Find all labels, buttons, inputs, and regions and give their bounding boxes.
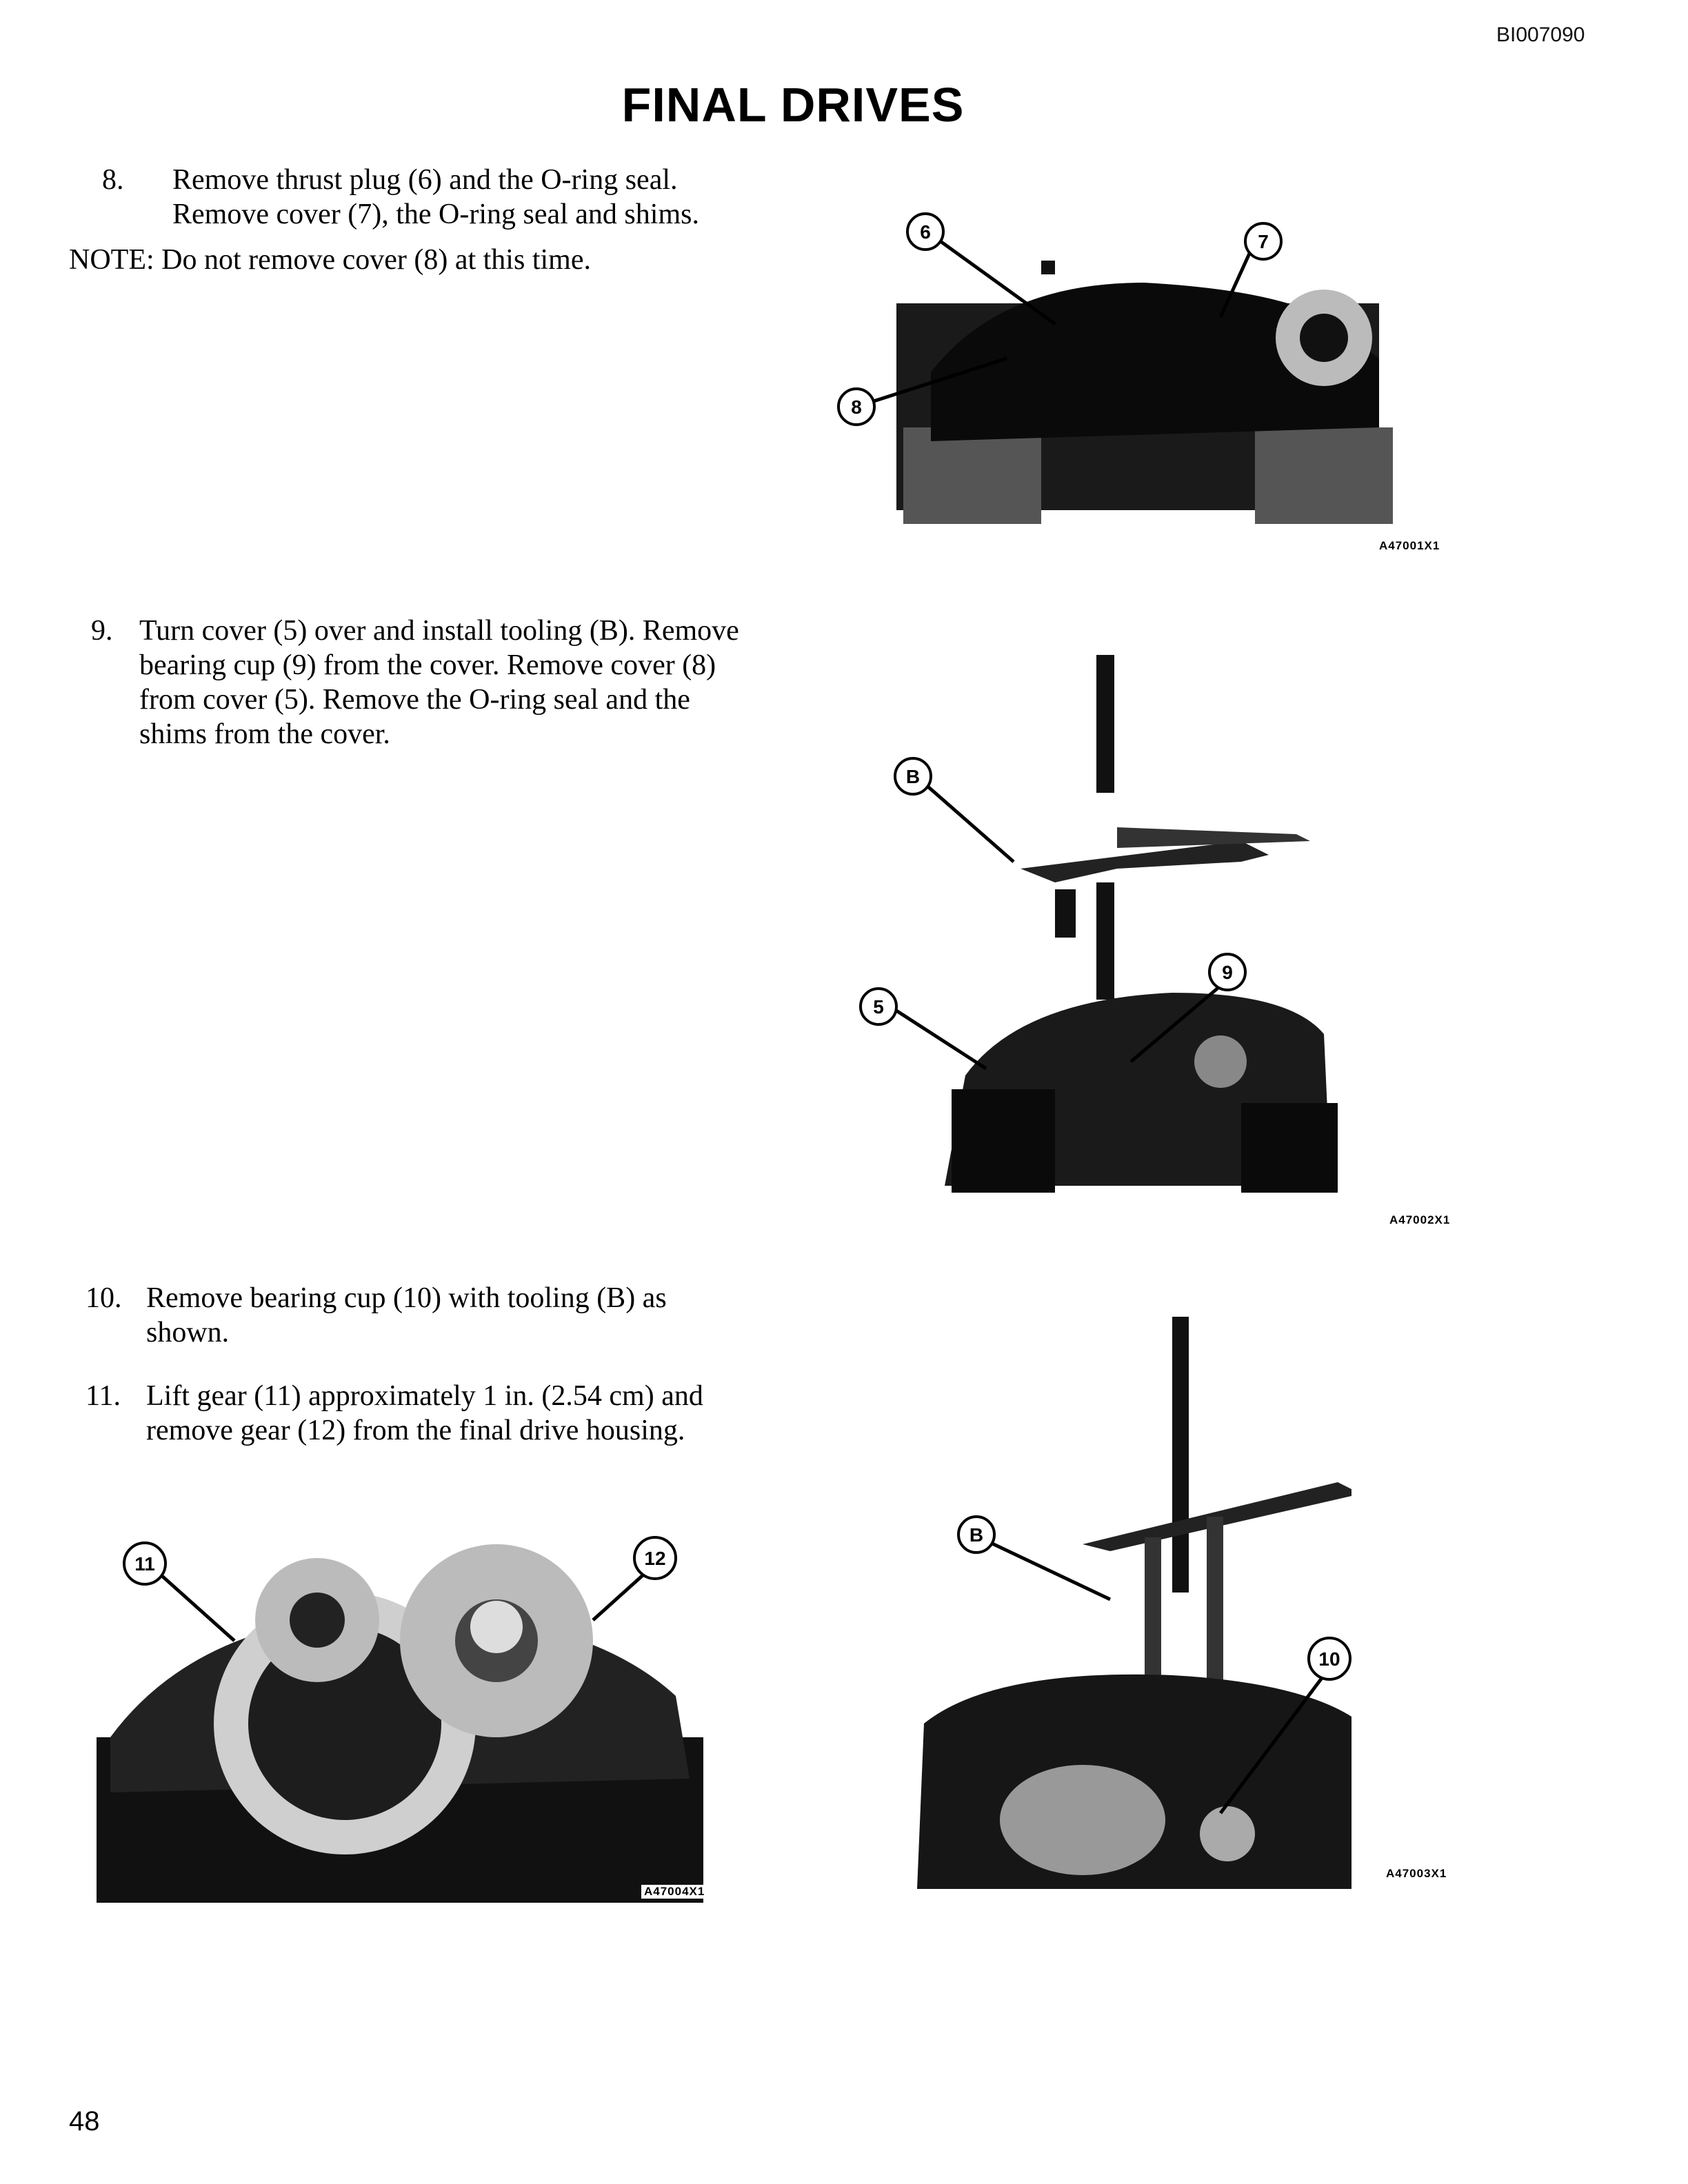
step-number: 8. <box>102 164 124 196</box>
callout-label: 6 <box>920 221 931 243</box>
document-id: BI007090 <box>1496 23 1585 46</box>
callout-label: 8 <box>851 396 862 418</box>
step-number: 11. <box>86 1380 121 1412</box>
figure-gear-removal: 11 12 A47004X1 <box>69 1517 745 1903</box>
figure-bearing-cup-10: B 10 A47003X1 <box>910 1310 1489 1903</box>
step-number: 10. <box>86 1282 122 1314</box>
note: NOTE: Do not remove cover (8) at this ti… <box>69 244 591 276</box>
figure-code: A47002X1 <box>1389 1213 1451 1226</box>
figure-code: A47004X1 <box>641 1885 708 1899</box>
figure-3-illustration: B 10 <box>917 1317 1352 1889</box>
step-11: 11. Lift gear (11) approximately 1 in. (… <box>86 1379 747 1448</box>
figure-bearing-cup-9: B 9 5 A47002X1 <box>855 648 1462 1227</box>
callout-label: 7 <box>1258 231 1269 252</box>
figure-4-illustration: 11 12 <box>97 1536 703 1903</box>
step-10: 10. Remove bearing cup (10) with tooling… <box>86 1281 747 1350</box>
step-number: 9. <box>91 615 113 647</box>
step-text: Remove bearing cup (10) with tooling (B)… <box>146 1282 667 1348</box>
figure-code: A47001X1 <box>1379 539 1440 552</box>
figure-2-illustration: B 9 5 <box>855 648 1338 1193</box>
step-text: Remove thrust plug (6) and the O-ring se… <box>172 164 699 230</box>
page-title: FINAL DRIVES <box>621 78 965 132</box>
figure-cover-removal: 6 7 8 A47001X1 <box>827 207 1462 552</box>
step-8: 8. Remove thrust plug (6) and the O-ring… <box>102 163 750 232</box>
step-text: Turn cover (5) over and install tooling … <box>139 615 739 750</box>
figure-1-illustration: 6 7 8 <box>837 212 1393 524</box>
page-number: 48 <box>69 2106 100 2136</box>
callout-label: 5 <box>873 996 884 1018</box>
figure-code: A47003X1 <box>1386 1867 1447 1880</box>
step-text: Lift gear (11) approximately 1 in. (2.54… <box>146 1380 703 1446</box>
callout-label: B <box>906 766 920 787</box>
callout-label: 10 <box>1318 1648 1340 1670</box>
callout-label: 9 <box>1222 962 1233 983</box>
step-9: 9. Turn cover (5) over and install tooli… <box>91 614 753 751</box>
callout-label: 12 <box>644 1548 665 1569</box>
callout-label: B <box>969 1524 983 1546</box>
callout-label: 11 <box>134 1553 155 1575</box>
